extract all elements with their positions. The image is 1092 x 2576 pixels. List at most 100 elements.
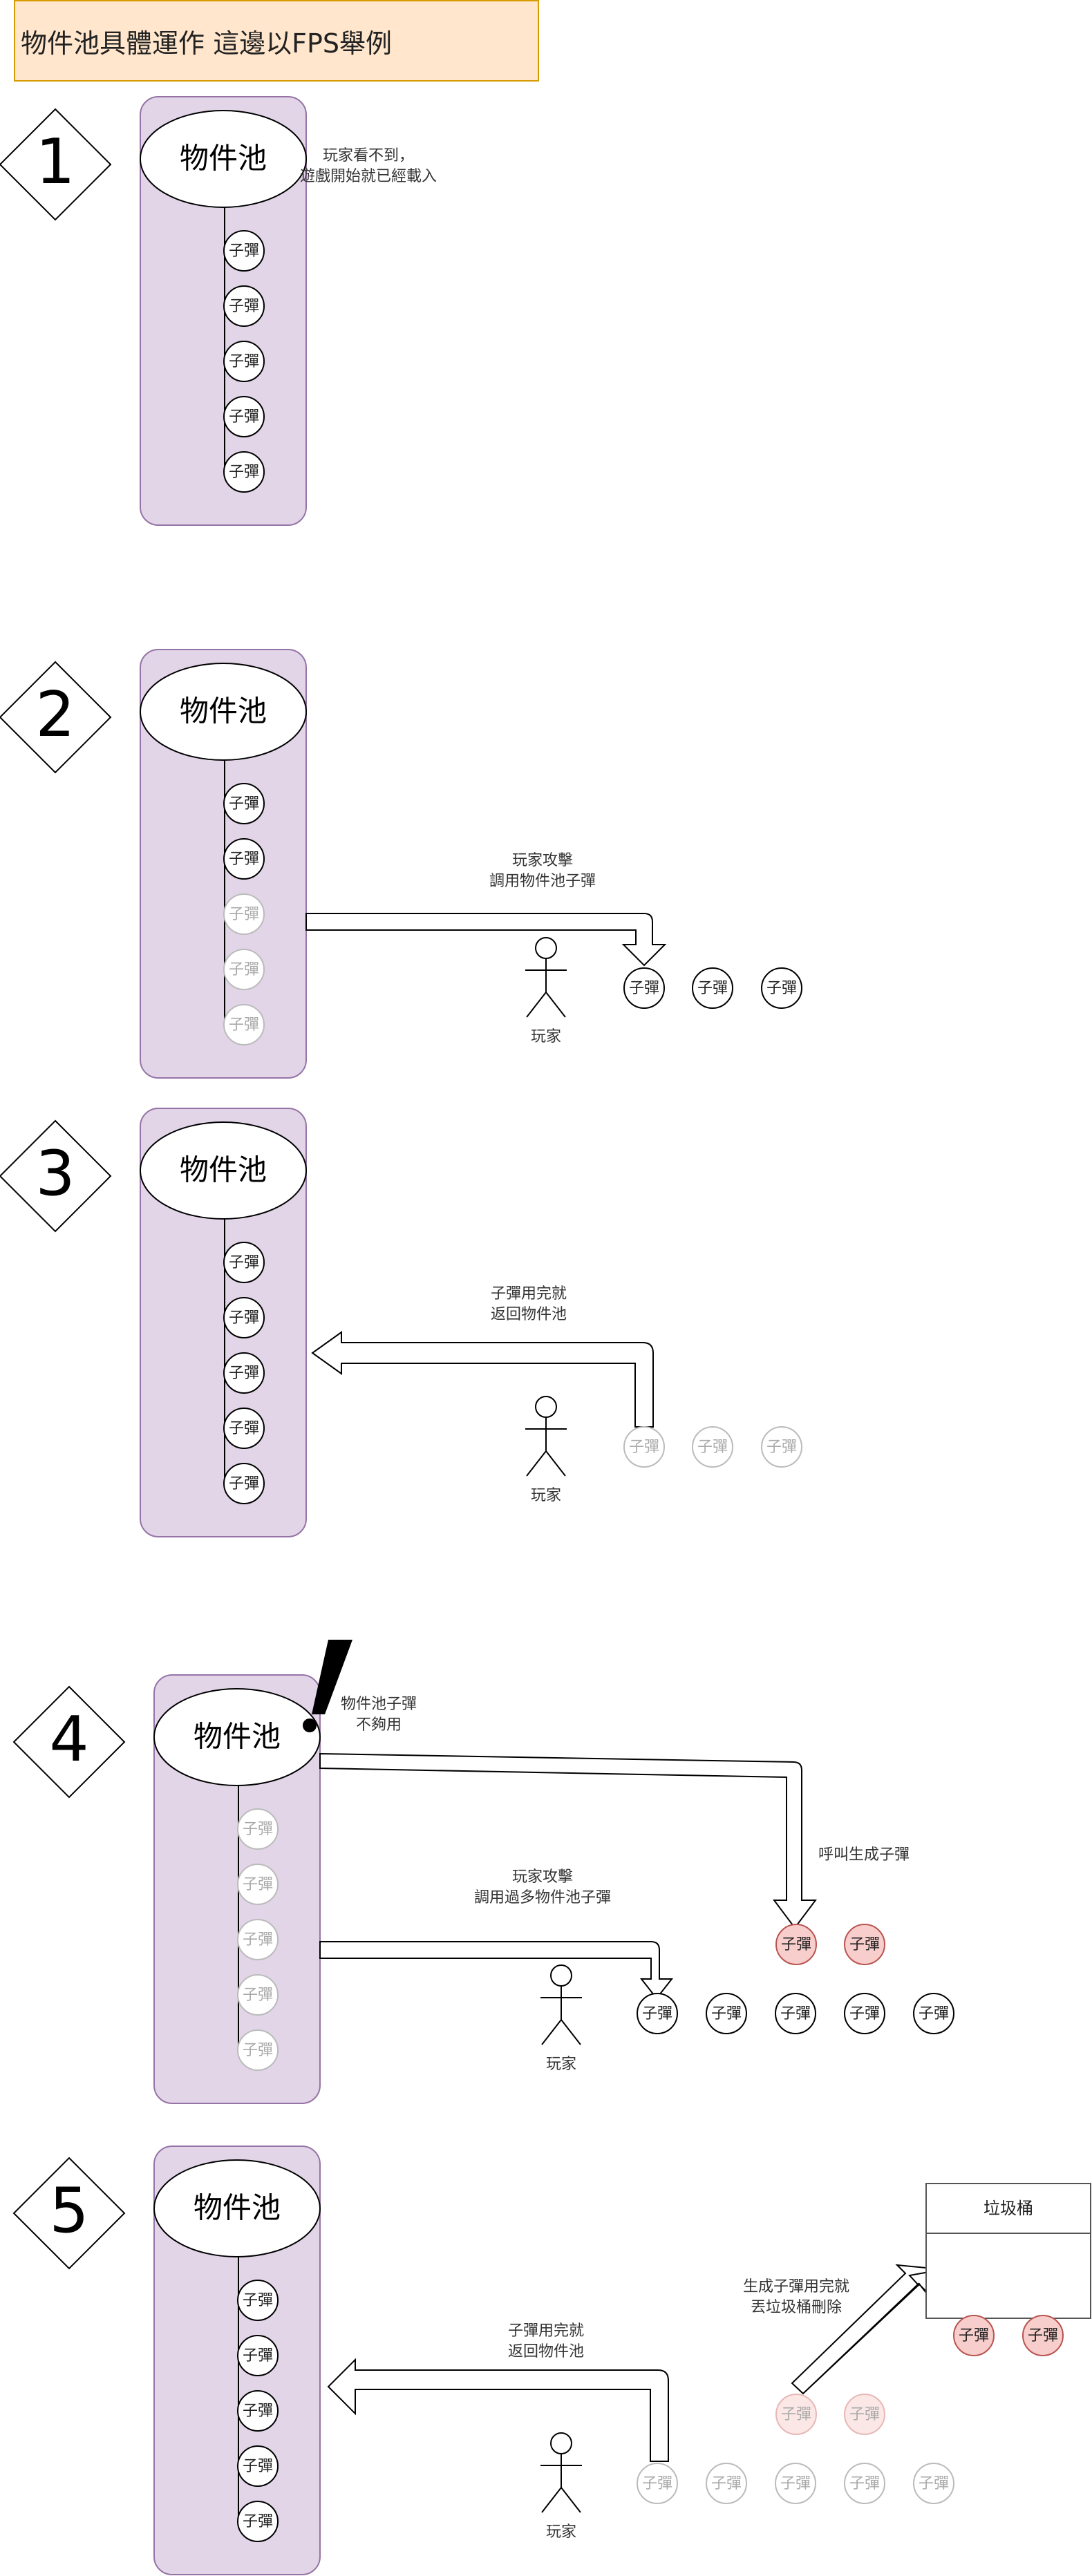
bullet-label: 子彈 bbox=[1028, 2327, 1058, 2345]
bullet-circle bbox=[623, 1426, 665, 1468]
trash-box bbox=[925, 2183, 1091, 2319]
bullet-circle bbox=[223, 1463, 265, 1504]
diamond-shape bbox=[0, 108, 112, 221]
bullet: 子彈 bbox=[223, 396, 265, 437]
bullet-label: 子彈 bbox=[629, 980, 659, 997]
player-leg bbox=[561, 2019, 581, 2045]
bullet-label: 子彈 bbox=[243, 2042, 273, 2059]
delete-label: 生成子彈用完就 bbox=[743, 2278, 849, 2295]
fetch-arrow bbox=[305, 913, 667, 967]
bullet: 子彈 bbox=[223, 893, 265, 935]
bullet: 子彈 bbox=[237, 2445, 279, 2487]
bullet-circle bbox=[223, 893, 265, 935]
delete-arrow bbox=[791, 2264, 930, 2395]
player-leg bbox=[545, 1450, 566, 1477]
bullet-circle bbox=[237, 1974, 279, 2016]
bullet-circle bbox=[223, 341, 265, 382]
bullet: 子彈 bbox=[913, 1993, 954, 2034]
pool-note-text: 玩家看不到， bbox=[323, 147, 414, 164]
player-label: 玩家 bbox=[531, 1487, 561, 1504]
bullet-circle bbox=[237, 2501, 279, 2542]
bullet: 子彈 bbox=[223, 1297, 265, 1338]
bullet-label: 子彈 bbox=[229, 1016, 259, 1034]
bullet: 子彈 bbox=[223, 451, 265, 493]
bullet-circle bbox=[706, 1993, 747, 2034]
bullet-label: 子彈 bbox=[243, 1987, 273, 2004]
bullet-circle bbox=[223, 396, 265, 437]
bullet: 子彈 bbox=[223, 783, 265, 824]
spawn-label: 呼叫生成子彈 bbox=[818, 1846, 910, 1864]
bullet: 子彈 bbox=[1022, 2315, 1064, 2356]
pool-label: 物件池 bbox=[194, 2191, 281, 2225]
bullet-circle bbox=[775, 2394, 817, 2435]
bullet-label: 子彈 bbox=[780, 2005, 811, 2023]
step-number-diamond: 4 bbox=[12, 1685, 126, 1799]
bullet-circle bbox=[237, 1919, 279, 1960]
bullet-circle bbox=[1022, 2315, 1064, 2356]
bullet: 子彈 bbox=[237, 1974, 279, 2016]
bullet: 子彈 bbox=[237, 2335, 279, 2376]
bullet-label: 子彈 bbox=[229, 961, 259, 978]
bullet-circle bbox=[237, 1864, 279, 1905]
bullet-circle bbox=[237, 2445, 279, 2487]
step-number: 2 bbox=[35, 679, 75, 751]
bullet-circle bbox=[637, 2463, 678, 2504]
bullet-circle bbox=[223, 1352, 265, 1394]
bullet: 子彈 bbox=[623, 967, 665, 1009]
bullet-circle bbox=[223, 230, 265, 272]
player-leg bbox=[541, 2019, 562, 2045]
arrow-label: 返回物件池 bbox=[491, 1306, 567, 1323]
player-head bbox=[535, 937, 557, 959]
bullet-circle bbox=[223, 949, 265, 990]
bullet: 子彈 bbox=[237, 2029, 279, 2071]
arrow-label: 調用過多物件池子彈 bbox=[474, 1889, 611, 1906]
bullet-circle bbox=[692, 1426, 733, 1468]
bullet-label: 子彈 bbox=[849, 2005, 880, 2023]
pool-note-text: 遊戲開始就已經載入 bbox=[300, 168, 437, 185]
bullet-label: 子彈 bbox=[697, 980, 728, 997]
step-number: 3 bbox=[35, 1137, 75, 1210]
bullet: 子彈 bbox=[775, 1993, 816, 2034]
bullet: 子彈 bbox=[775, 2394, 817, 2435]
bullet-label: 子彈 bbox=[919, 2475, 949, 2492]
step-number-diamond: 2 bbox=[0, 661, 112, 774]
bullet: 子彈 bbox=[223, 949, 265, 990]
player-label: 玩家 bbox=[531, 1028, 561, 1045]
player-leg bbox=[526, 1450, 547, 1477]
bullet-circle bbox=[844, 1993, 885, 2034]
bullet-circle bbox=[775, 1924, 817, 1965]
bullet: 子彈 bbox=[223, 230, 265, 272]
bullet-circle bbox=[223, 1408, 265, 1449]
pool-ellipse bbox=[140, 110, 307, 208]
bullet-circle bbox=[223, 838, 265, 880]
bullet-label: 子彈 bbox=[229, 243, 259, 260]
player-leg bbox=[545, 992, 566, 1018]
bullet-circle bbox=[237, 2390, 279, 2432]
player-figure: 玩家 bbox=[540, 2432, 582, 2541]
player-head bbox=[535, 1396, 557, 1418]
bullet-circle bbox=[223, 285, 265, 327]
bullet-circle bbox=[706, 2463, 747, 2504]
bullet: 子彈 bbox=[844, 2463, 885, 2504]
player-leg bbox=[541, 2487, 562, 2513]
bullet: 子彈 bbox=[223, 1352, 265, 1394]
bullet-label: 子彈 bbox=[243, 1876, 273, 1893]
pool-container bbox=[140, 1108, 307, 1537]
bullet-circle bbox=[237, 1808, 279, 1850]
bullet: 子彈 bbox=[237, 2280, 279, 2321]
trash-can: 垃圾桶子彈子彈 bbox=[925, 2183, 1091, 2356]
diagram-title: 物件池具體運作 這邊以FPS舉例 bbox=[14, 0, 539, 82]
bullet: 子彈 bbox=[223, 285, 265, 327]
bullet-label: 子彈 bbox=[243, 2292, 273, 2309]
bullet-label: 子彈 bbox=[629, 1439, 659, 1456]
bullet-label: 子彈 bbox=[243, 1931, 273, 1949]
bullet-circle bbox=[223, 1242, 265, 1283]
arrow-label: 玩家攻擊 bbox=[512, 1868, 573, 1886]
bullet-circle bbox=[237, 2029, 279, 2071]
pool-label: 物件池 bbox=[180, 1153, 267, 1187]
bullet-label: 子彈 bbox=[711, 2475, 742, 2492]
return-arrow bbox=[311, 1331, 654, 1428]
bullet: 子彈 bbox=[953, 2315, 995, 2356]
